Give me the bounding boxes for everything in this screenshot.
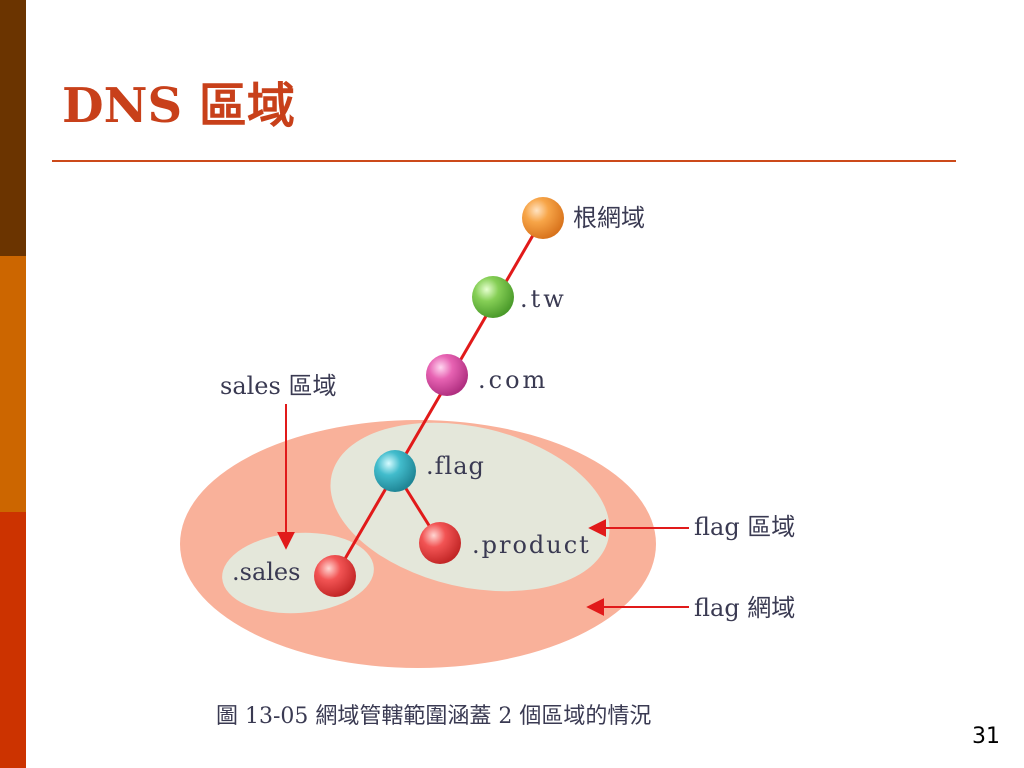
figure-caption: 圖 13-05 網域管轄範圍涵蓋 2 個區域的情況 [216,704,651,729]
product-label: .product [472,531,591,559]
com-label: .com [478,366,548,394]
flag-domain-callout: flag 網域 [694,594,795,622]
slide-title: DNS 區域 [62,78,295,134]
root-domain-label: 根網域 [573,204,645,232]
sidebar-stripe-bottom [0,512,26,768]
sales-zone-callout: sales 區域 [220,372,336,400]
tree-edge-root-to-sales [333,217,545,577]
product-node [419,522,461,564]
tw-node [472,276,514,318]
tw-label: .tw [520,285,567,313]
root-domain-node [522,197,564,239]
sidebar-stripe-top [0,0,26,256]
com-node [426,354,468,396]
sales-node [314,555,356,597]
title-divider [52,160,956,162]
page-number: 31 [972,724,1000,749]
flag-label: .flag [426,452,485,480]
sales-label: .sales [232,558,300,586]
sidebar-stripe-middle [0,256,26,512]
flag-zone-callout: flag 區域 [694,513,795,541]
flag-node [374,450,416,492]
